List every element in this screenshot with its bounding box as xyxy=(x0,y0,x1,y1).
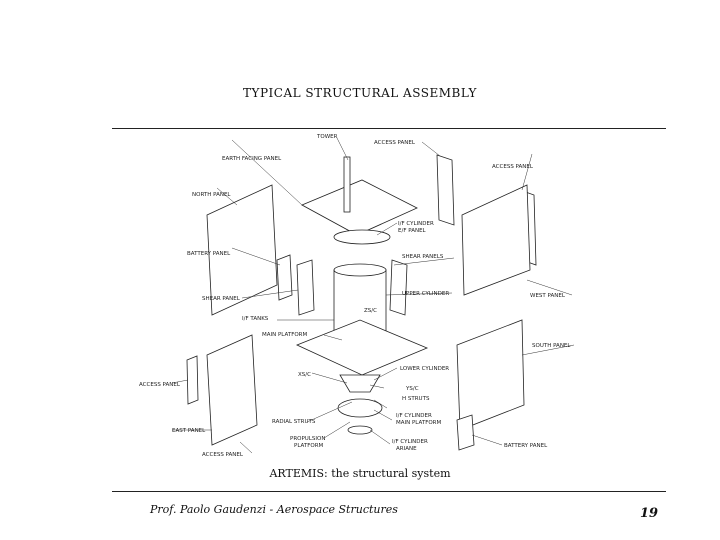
if-cylinder-ef xyxy=(333,229,391,245)
label-shear-panel: SHEAR PANEL xyxy=(202,296,241,302)
page-number: 19 xyxy=(640,506,659,521)
label-if-cylinder-main: I/F CYLINDER xyxy=(396,413,432,419)
label-if-cylinder-ef: I/F CYLINDER xyxy=(398,221,434,227)
label-upper-cylinder: UPPER CYLINDER xyxy=(402,291,449,297)
label-access-panel-right: ACCESS PANEL xyxy=(492,164,534,170)
earth-facing-panel xyxy=(301,179,418,236)
structural-assembly-diagram: EARTH FACING PANEL TOWER ACCESS PANEL AC… xyxy=(112,130,592,465)
label-radial-struts: RADIAL STRUTS xyxy=(272,419,316,425)
label-earth-facing-panel: EARTH FACING PANEL xyxy=(222,156,282,162)
label-if-tanks: I/F TANKS xyxy=(242,316,269,322)
west-panel xyxy=(461,184,531,296)
propulsion-platform xyxy=(337,398,383,418)
label-access-panel-bottom: ACCESS PANEL xyxy=(202,452,244,458)
label-h-struts: H STRUTS xyxy=(402,396,430,402)
label-shear-panels: SHEAR PANELS xyxy=(402,254,444,260)
access-panel-top xyxy=(436,154,455,226)
label-tower: TOWER xyxy=(316,134,338,140)
label-access-panel-top: ACCESS PANEL xyxy=(374,140,416,146)
access-panel-left xyxy=(186,355,199,405)
top-divider xyxy=(112,128,666,129)
label-ysc: YS/C xyxy=(405,386,419,392)
north-panel xyxy=(206,184,278,316)
label-east-panel: EAST PANEL xyxy=(172,428,206,434)
label-main-platform: MAIN PLATFORM xyxy=(262,332,308,338)
east-panel xyxy=(206,334,258,446)
shear-panel-left xyxy=(296,259,315,316)
bottom-divider xyxy=(112,491,666,492)
tower xyxy=(343,156,351,213)
label-north-panel: NORTH PANEL xyxy=(192,192,231,198)
lower-cylinder xyxy=(339,374,381,393)
battery-panel-left xyxy=(276,254,293,301)
label-xsc: XS/C xyxy=(298,372,311,378)
battery-panel-right xyxy=(456,414,475,451)
label-ef-panel: E/F PANEL xyxy=(398,228,427,234)
south-panel xyxy=(456,319,525,431)
shear-panel-right xyxy=(389,259,408,316)
label-ariane: ARIANE xyxy=(396,446,417,452)
label-battery-panel-right: BATTERY PANEL xyxy=(504,443,548,449)
label-propulsion-platform-1: PROPULSION xyxy=(290,436,325,442)
footer-author: Prof. Paolo Gaudenzi - Aerospace Structu… xyxy=(150,503,398,516)
label-lower-cylinder: LOWER CYLINDER xyxy=(400,366,449,372)
label-main-platform-2: MAIN PLATFORM xyxy=(396,420,442,426)
label-south-panel: SOUTH PANEL xyxy=(532,343,571,349)
figure-caption: ARTEMIS: the structural system xyxy=(269,467,451,480)
slide-title: TYPICAL STRUCTURAL ASSEMBLY xyxy=(243,86,477,100)
label-west-panel: WEST PANEL xyxy=(530,293,566,299)
label-zsc: ZS/C xyxy=(364,308,377,314)
label-battery-panel-left: BATTERY PANEL xyxy=(187,251,231,257)
main-platform xyxy=(295,319,429,376)
label-if-cylinder-ariane: I/F CYLINDER xyxy=(392,439,428,445)
label-access-panel-left: ACCESS PANEL xyxy=(139,382,181,388)
label-propulsion-platform-2: PLATFORM xyxy=(294,443,324,449)
